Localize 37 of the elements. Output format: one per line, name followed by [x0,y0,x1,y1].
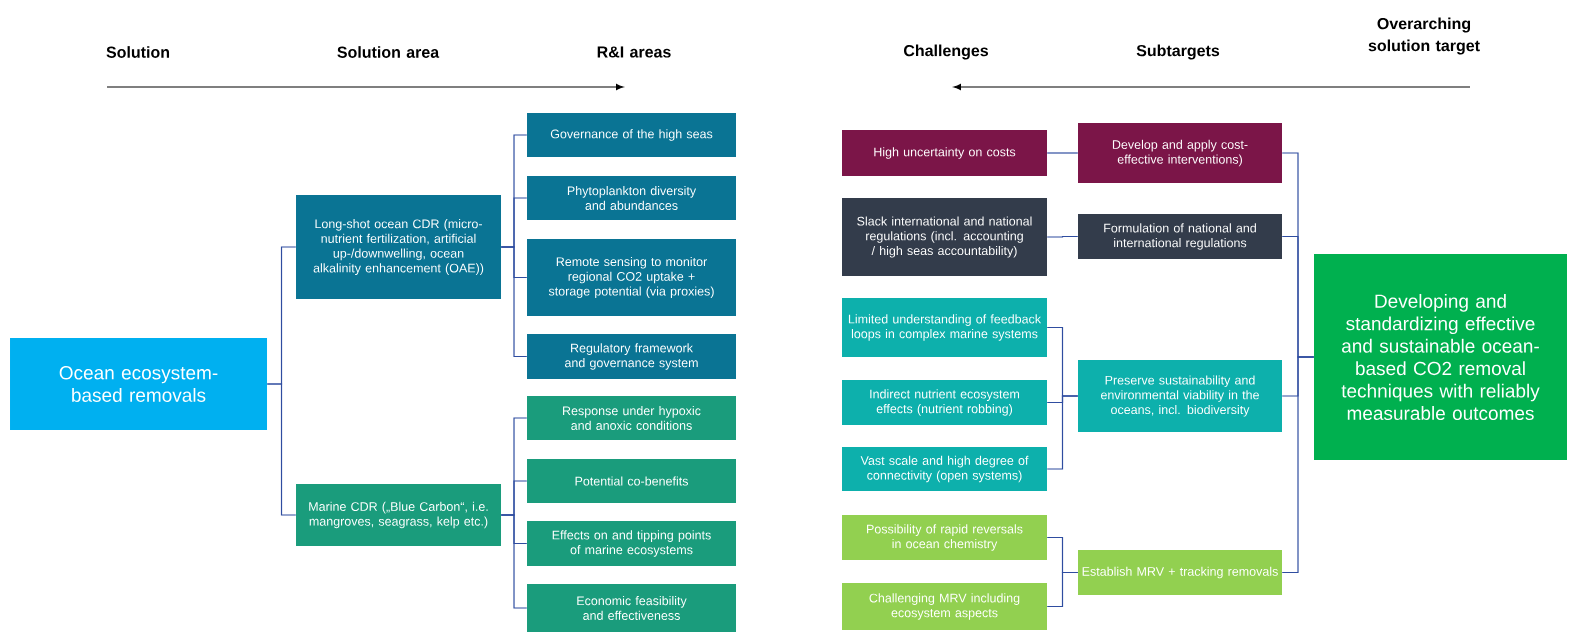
research-area-box: Economic feasibility and effectiveness [527,584,736,632]
solution-area-box: Marine CDR („Blue Carbon“, i.e. mangroves, seagrass, kelp etc.) [296,484,501,546]
subtarget-box: Formulation of national and international regulations [1078,214,1282,259]
connector-line [1281,356,1315,574]
column-heading: Subtargets [1136,44,1220,60]
research-area-box: Phytoplankton diversity and abundances [527,176,736,220]
connector-line [500,246,528,358]
research-area-box: Response under hypoxic and anoxic conditions [527,396,736,440]
target-box: Developing and standardizing effective and sustainable ocean-based CO2 removal techniques with reliably measurable outcomes [1314,254,1567,460]
column-heading: Solution area [337,46,440,58]
connector-line [1046,152,1079,154]
challenge-box: Vast scale and high degree of connectivity (open systems) [842,447,1047,491]
subtarget-box: Establish MRV + tracking removals [1078,550,1282,595]
connector-line [500,514,528,609]
challenge-box: Slack international and national regulations (incl. accounting / high seas accountability) [842,198,1047,276]
challenge-box: Limited understanding of feedback loops in complex marine systems [842,298,1047,357]
research-area-box: Potential co-benefits [527,459,736,503]
connector-line [1046,395,1079,470]
subtarget-box: Preserve sustainability and environmental viability in the oceans, incl. biodiversity [1078,360,1282,432]
column-heading: R&I areas [597,46,671,58]
challenge-box: Challenging MRV including ecosystem aspects [842,583,1047,630]
connector-line [266,383,297,516]
connector-line [1046,235,1079,238]
solution-area-box: Long-shot ocean CDR (micro-nutrient fertilization, artificial up-/downwelling, ocean alkalinity enhancement (OAE)) [296,195,501,299]
research-area-box: Remote sensing to monitor regional CO2 uptake + storage potential (via proxies) [527,239,736,316]
connector-line [1046,571,1079,608]
research-area-box: Governance of the high seas [527,113,736,157]
subtarget-box: Develop and apply cost-effective interventions) [1078,123,1282,183]
column-heading: Overarching solution target [1368,17,1480,55]
research-area-box: Effects on and tipping points of marine ecosystems [527,521,736,566]
column-heading: Challenges [904,44,988,60]
challenge-box: Possibility of rapid reversals in ocean chemistry [842,515,1047,560]
challenge-box: Indirect nutrient ecosystem effects (nutrient robbing) [842,380,1047,425]
challenge-box: High uncertainty on costs [842,130,1047,176]
solution-box: Ocean ecosystem-based removals [10,338,267,430]
research-area-box: Regulatory framework and governance system [527,334,736,379]
column-heading: Solution [106,46,170,58]
